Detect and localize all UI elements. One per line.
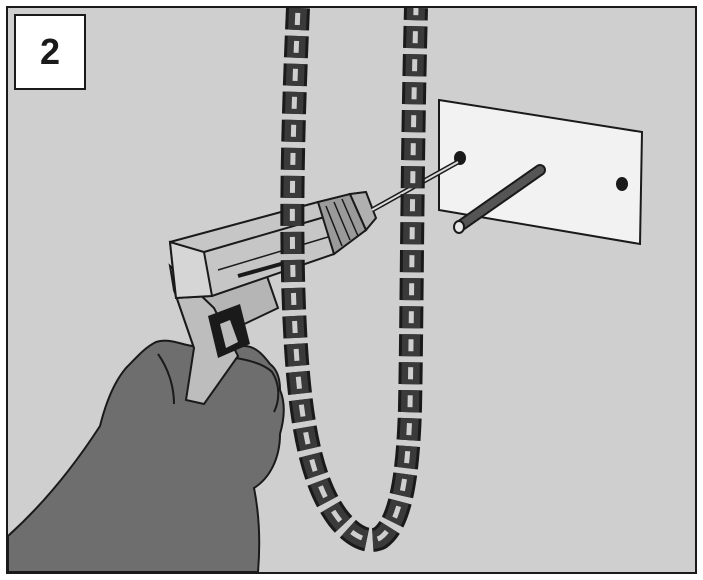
plate-hole-right: [616, 177, 628, 191]
step-number-badge: 2: [14, 14, 86, 90]
chain: [292, 8, 416, 540]
illustration-frame: 2: [6, 6, 697, 574]
step-number: 2: [40, 31, 60, 73]
assembly-illustration: [8, 8, 695, 572]
hand: [8, 341, 284, 572]
